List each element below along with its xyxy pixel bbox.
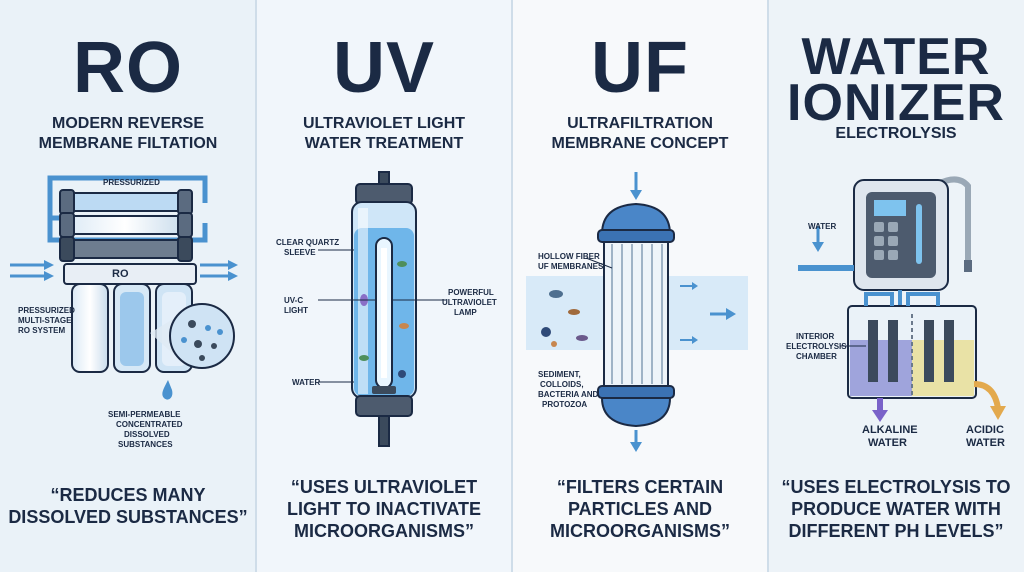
label-membrane-line4: SUBSTANCES [118,440,173,449]
quote-uv-line2: LIGHT TO INACTIVATE [287,499,481,519]
label-acidic-line1: ACIDIC [966,424,1004,436]
quote-uv-line1: “USES ULTRAVIOLET [290,477,478,497]
panel-subtitle-ionizer: ELECTROLYSIS [835,125,957,142]
label-ro-unit: RO [112,268,129,280]
label-alkaline-line2: WATER [868,437,907,449]
panel-ionizer: WATER IONIZER ELECTROLYSIS [768,0,1024,572]
label-membrane-line2: CONCENTRATED [116,420,183,429]
label-pressurized: PRESSURIZED [103,178,160,187]
label-membrane-line3: DISSOLVED [124,430,170,439]
panel-title-ionizer-line1: WATER [801,28,991,86]
label-chamber-line3: CHAMBER [796,352,837,361]
panel-divider [255,0,257,572]
label-fiber-line1: HOLLOW FIBER [538,252,600,261]
quote-ro-line2: DISSOLVED SUBSTANCES” [8,507,248,527]
label-uvc-line1: UV-C [284,296,304,305]
label-uvc-line2: LIGHT [284,306,308,315]
panel-divider [511,0,513,572]
quote-uf-line2: PARTICLES AND [568,499,712,519]
panel-uf: UF ULTRAFILTRATION MEMBRANE CONCEPT [512,0,768,572]
label-sleeve-line1: CLEAR QUARTZ [276,238,340,247]
label-lamp-line1: POWERFUL [448,288,494,297]
quote-uv-line3: MICROORGANISMS” [294,521,474,541]
panel-title-ro: RO [73,28,183,108]
label-ro-system-line1: PRESSURIZED [18,306,75,315]
uf-cartridge-icon [526,172,748,452]
panel-subtitle-ro-line1: MODERN REVERSE [51,115,205,132]
label-particles-line4: PROTOZOA [542,400,588,409]
ro-filter-icon [10,175,238,400]
label-acidic-line2: WATER [966,437,1005,449]
label-ro-system-line3: RO SYSTEM [18,326,66,335]
quote-ionizer-line1: “USES ELECTROLYSIS TO [781,477,1011,497]
quote-uf-line1: “FILTERS CERTAIN [556,477,724,497]
label-sleeve-line2: SLEEVE [284,248,316,257]
label-chamber-line1: INTERIOR [796,332,835,341]
label-particles-line1: SEDIMENT, [538,370,581,379]
uv-lamp-icon [318,171,446,447]
label-ionizer-water: WATER [808,222,837,231]
quote-uf-line3: MICROORGANISMS” [550,521,730,541]
quote-ro-line1: “REDUCES MANY [50,485,206,505]
label-lamp-line2: ULTRAVIOLET [442,298,497,307]
panel-uv: UV ULTRAVIOLET LIGHT WATER TREATMENT [256,0,512,572]
panel-title-uf: UF [591,28,689,108]
panel-title-ionizer-line2: IONIZER [787,74,1005,132]
water-ionizer-icon [798,176,1006,422]
label-ro-system-line2: MULTI-STAGE [18,316,72,325]
label-chamber-line2: ELECTROLYSIS [786,342,847,351]
label-uv-water: WATER [292,378,321,387]
panel-subtitle-uf-line2: MEMBRANE CONCEPT [551,135,729,152]
label-lamp-line3: LAMP [454,308,477,317]
quote-ionizer-line3: DIFFERENT PH LEVELS” [788,521,1004,541]
panel-subtitle-ro-line2: MEMBRANE FILTATION [38,135,218,152]
label-particles-line2: COLLOIDS, [540,380,584,389]
panel-subtitle-uf-line1: ULTRAFILTRATION [567,115,713,132]
panel-subtitle-uv-line1: ULTRAVIOLET LIGHT [302,115,466,132]
panel-divider [767,0,769,572]
panel-ro: RO MODERN REVERSE MEMBRANE FILTATION [0,0,256,572]
quote-ionizer-line2: PRODUCE WATER WITH [791,499,1001,519]
label-alkaline-line1: ALKALINE [862,424,918,436]
label-fiber-line2: UF MEMBRANES [538,262,604,271]
panel-subtitle-uv-line2: WATER TREATMENT [304,135,464,152]
label-membrane-line1: SEMI-PERMEABLE [108,410,181,419]
label-particles-line3: BACTERIA AND [538,390,599,399]
panel-title-uv: UV [332,28,436,108]
